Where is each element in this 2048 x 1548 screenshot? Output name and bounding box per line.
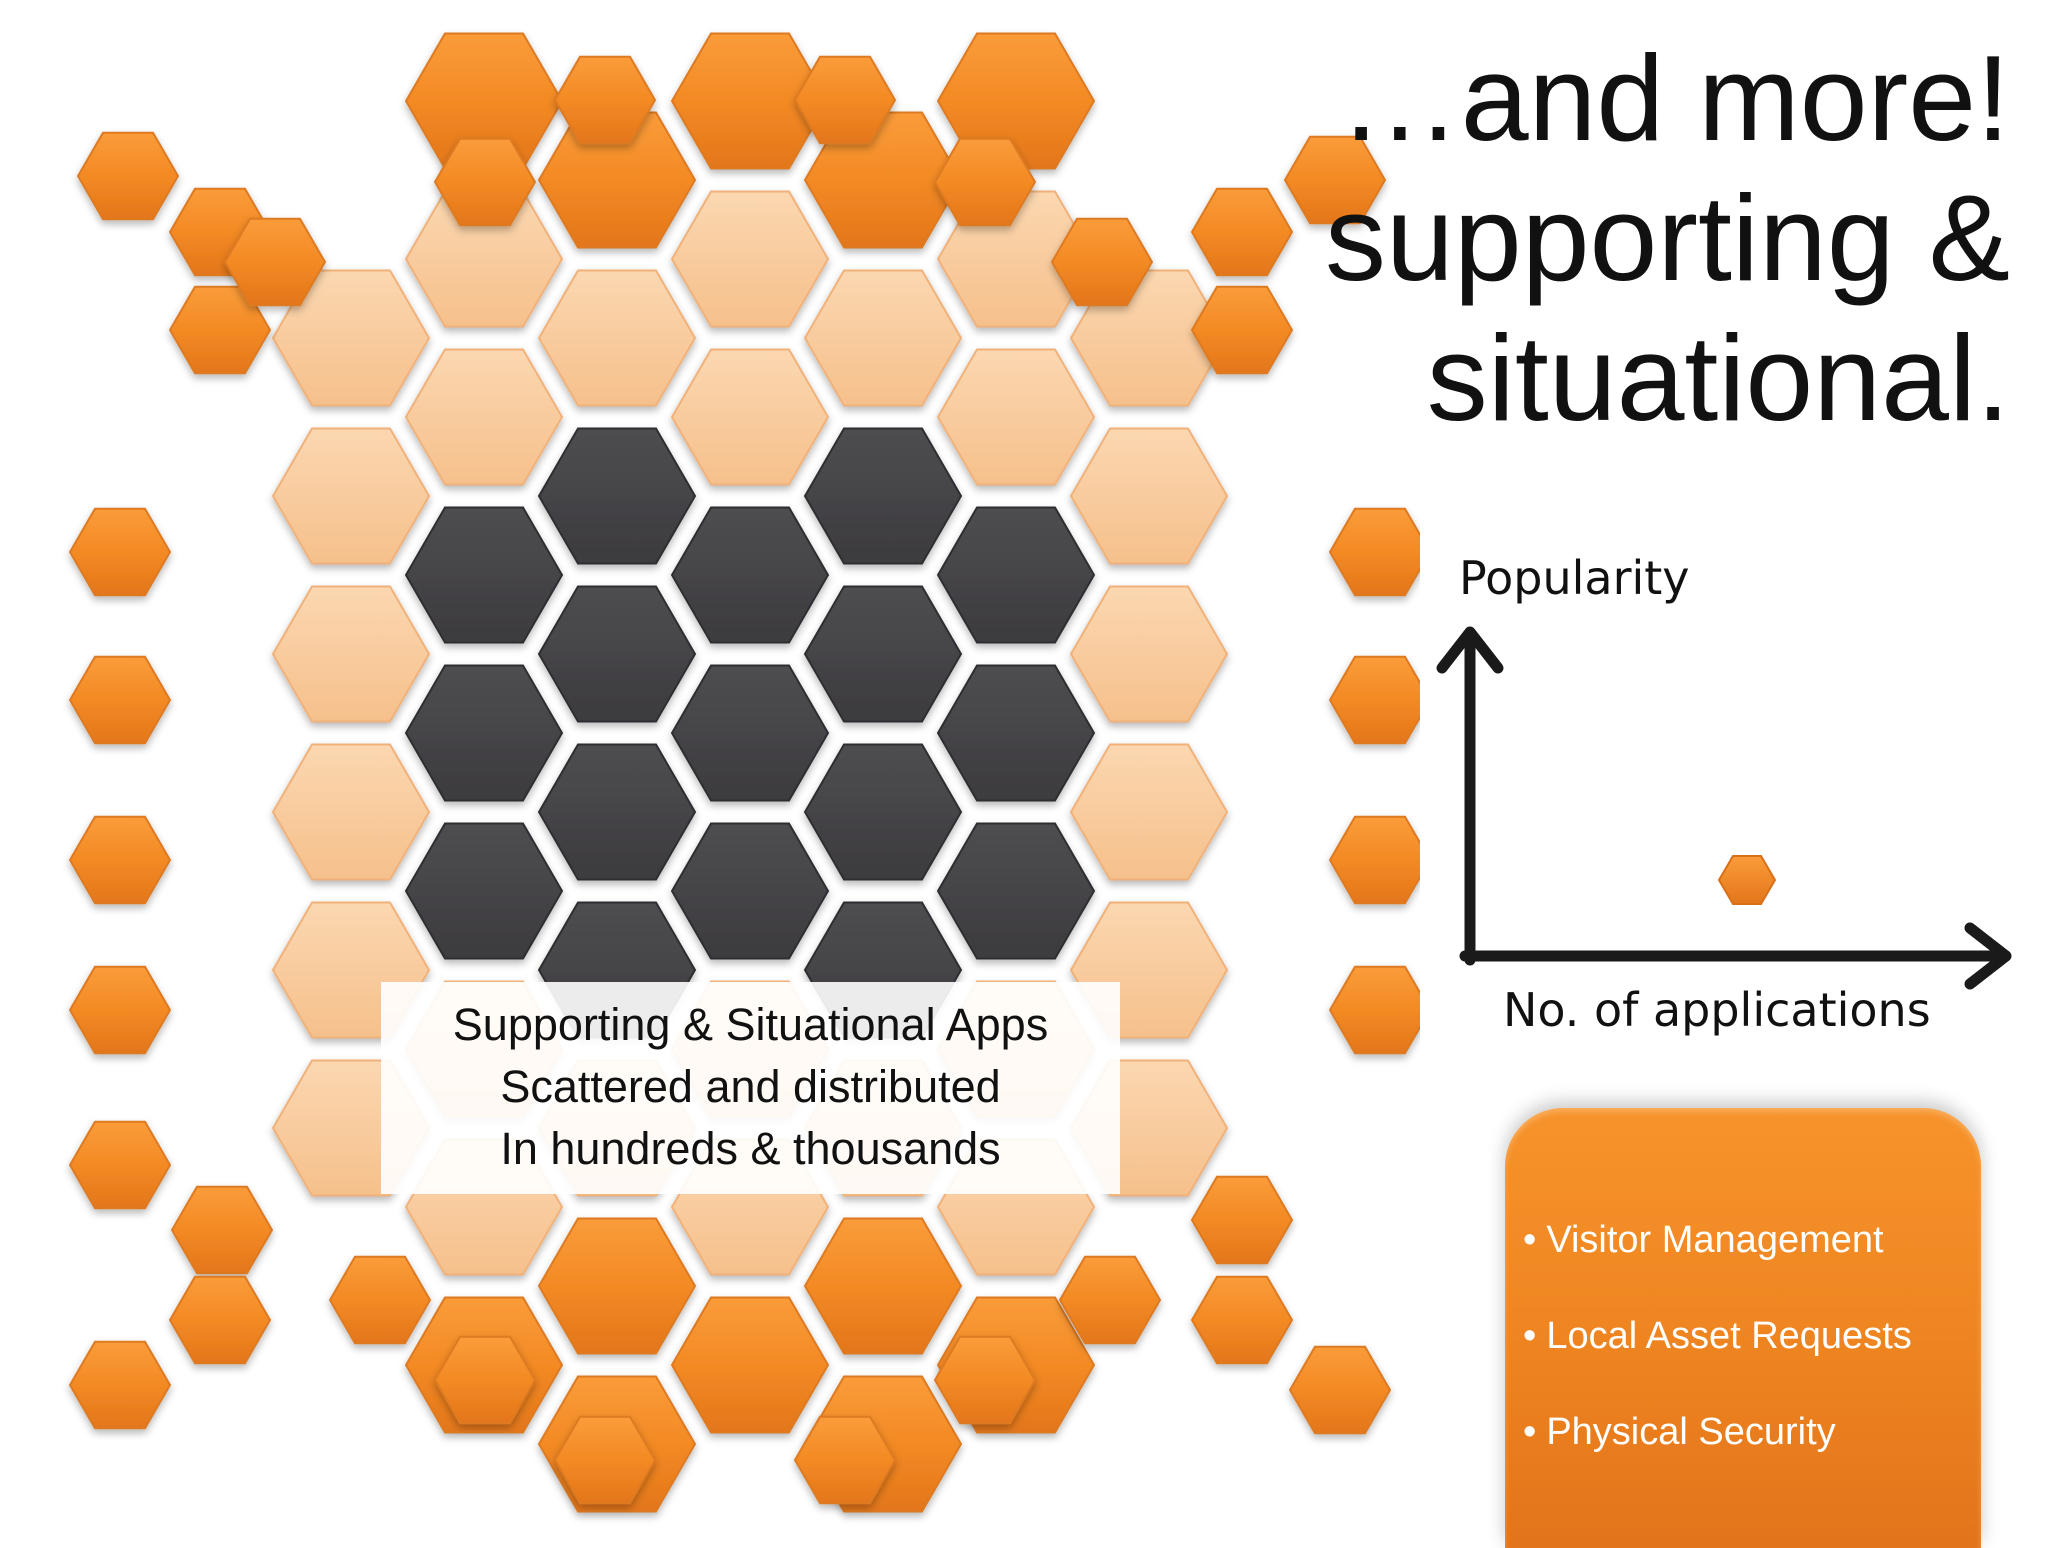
app-list-card: •Visitor Management •Local Asset Request… — [1505, 1108, 1981, 1548]
list-item: •Visitor Management — [1523, 1192, 1981, 1288]
bullet-icon: • — [1523, 1219, 1537, 1261]
hexagon-cluster — [68, 32, 1420, 1513]
dark-hexagon — [404, 506, 564, 644]
list-item: •Local Asset Requests — [1523, 1288, 1981, 1384]
x-axis-label: No. of applications — [1503, 983, 1931, 1037]
slide-title: …and more! supporting & situational. — [1250, 28, 2010, 448]
app-list: •Visitor Management •Local Asset Request… — [1505, 1108, 1981, 1480]
caption-box: Supporting & Situational Apps Scattered … — [381, 982, 1120, 1194]
orange-hexagon — [1283, 135, 1387, 225]
dark-hexagon — [803, 427, 963, 565]
peach-hexagon — [670, 348, 830, 486]
peach-hexagon — [1069, 743, 1229, 881]
peach-hexagon — [271, 269, 431, 407]
orange-hexagon — [1288, 1345, 1392, 1435]
title-line-1: …and more! — [1338, 30, 2010, 166]
peach-hexagon — [936, 348, 1096, 486]
orange-hexagon — [328, 1255, 432, 1345]
caption-line-1: Supporting & Situational Apps — [452, 999, 1049, 1050]
bullet-icon: • — [1523, 1411, 1537, 1453]
dark-hexagon — [803, 585, 963, 723]
orange-hexagon — [1328, 655, 1420, 745]
orange-hexagon — [1190, 1275, 1294, 1365]
orange-hexagon — [68, 1120, 172, 1210]
dark-hexagon — [404, 822, 564, 960]
orange-hexagon — [1190, 187, 1294, 277]
peach-hexagon — [271, 427, 431, 565]
dark-hexagon — [670, 822, 830, 960]
orange-hexagon — [793, 55, 897, 145]
peach-hexagon — [1069, 427, 1229, 565]
title-line-2: supporting & — [1325, 170, 2010, 306]
orange-hexagon — [793, 1415, 897, 1505]
y-axis-arrow — [1436, 626, 1504, 966]
orange-hexagon — [1328, 507, 1420, 597]
y-axis-label: Popularity — [1459, 551, 1690, 605]
peach-hexagon — [537, 269, 697, 407]
orange-hexagon — [553, 55, 657, 145]
dark-hexagon — [936, 664, 1096, 802]
orange-hexagon — [803, 111, 963, 249]
caption-line-3: In hundreds & thousands — [500, 1123, 1001, 1174]
orange-hexagon — [1190, 1175, 1294, 1265]
list-item: •Physical Security — [1523, 1384, 1981, 1480]
orange-hexagon — [553, 1415, 657, 1505]
orange-hexagon — [433, 137, 537, 227]
orange-hexagon — [433, 1335, 537, 1425]
orange-hexagon — [537, 1217, 697, 1355]
orange-hexagon — [68, 1340, 172, 1430]
orange-hexagon — [1328, 965, 1420, 1055]
list-item-label: Physical Security — [1546, 1411, 1836, 1453]
orange-hexagon — [68, 815, 172, 905]
orange-hexagon — [168, 1275, 272, 1365]
orange-hexagon — [68, 965, 172, 1055]
dark-hexagon — [670, 506, 830, 644]
orange-hexagon-icon — [1717, 855, 1777, 905]
orange-hexagon — [223, 217, 327, 307]
dark-hexagon — [537, 585, 697, 723]
caption-line-2: Scattered and distributed — [500, 1061, 1001, 1112]
orange-hexagon — [933, 1335, 1037, 1425]
peach-hexagon — [670, 190, 830, 328]
orange-hexagon — [1050, 217, 1154, 307]
bullet-icon: • — [1523, 1315, 1537, 1357]
orange-hexagon — [670, 32, 830, 170]
list-item-label: Visitor Management — [1546, 1219, 1884, 1261]
orange-hexagon — [170, 1185, 274, 1275]
orange-hexagon — [68, 507, 172, 597]
dark-hexagon — [404, 664, 564, 802]
title-line-3: situational. — [1426, 310, 2010, 446]
peach-hexagon — [803, 269, 963, 407]
orange-hexagon — [803, 1217, 963, 1355]
dark-hexagon — [803, 743, 963, 881]
orange-hexagon — [1058, 1255, 1162, 1345]
dark-hexagon — [936, 506, 1096, 644]
orange-hexagon — [933, 137, 1037, 227]
x-axis-arrow — [1459, 922, 2012, 990]
orange-hexagon — [936, 32, 1096, 170]
orange-hexagon — [68, 655, 172, 745]
popularity-axes — [1436, 626, 2012, 990]
peach-hexagon — [404, 348, 564, 486]
peach-hexagon — [1069, 585, 1229, 723]
orange-hexagon — [1190, 285, 1294, 375]
list-item-label: Local Asset Requests — [1546, 1315, 1912, 1357]
peach-hexagon — [271, 585, 431, 723]
dark-hexagon — [670, 664, 830, 802]
orange-hexagon — [1328, 815, 1420, 905]
dark-hexagon — [537, 743, 697, 881]
orange-hexagon — [670, 1296, 830, 1434]
dark-hexagon — [537, 427, 697, 565]
dark-hexagon — [936, 822, 1096, 960]
peach-hexagon — [271, 743, 431, 881]
orange-hexagon — [537, 111, 697, 249]
orange-hexagon — [76, 131, 180, 221]
